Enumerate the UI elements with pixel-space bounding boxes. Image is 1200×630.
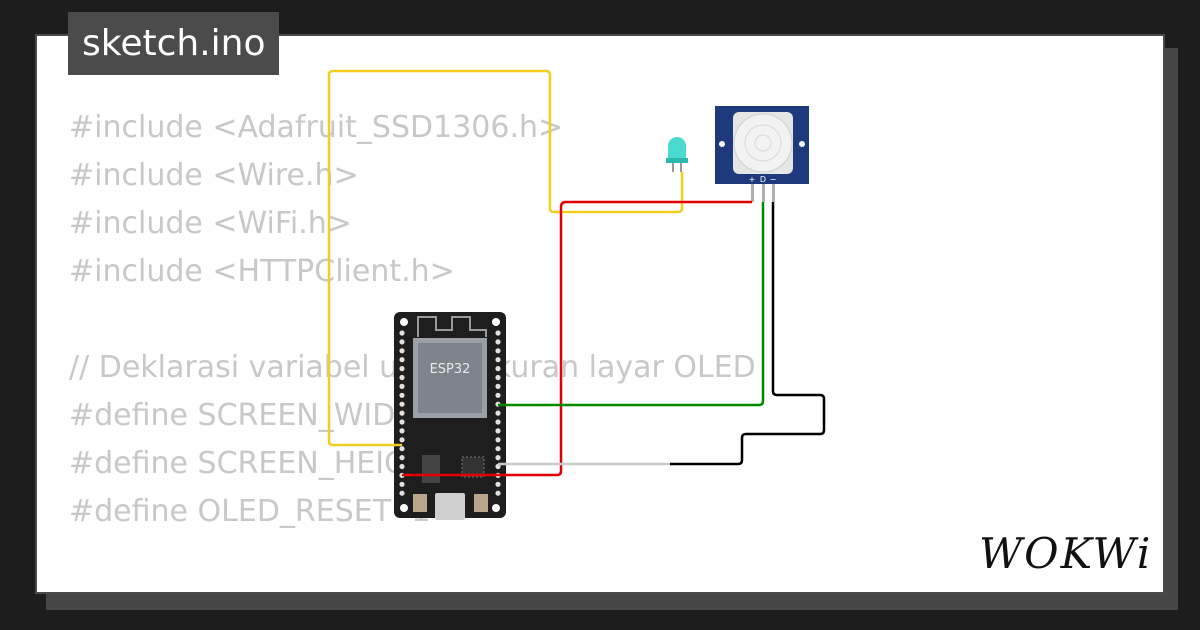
pir-pin-label-data: D [760, 175, 766, 184]
code-line: #include <Adafruit_SSD1306.h> [69, 110, 564, 145]
esp32-pin[interactable] [495, 392, 501, 398]
led-rim [666, 158, 688, 163]
esp32-pin[interactable] [399, 392, 405, 398]
esp32-pin[interactable] [399, 330, 405, 336]
mount-hole [400, 504, 408, 512]
pir-lens-ring [744, 124, 782, 162]
esp32-pin[interactable] [495, 366, 501, 372]
en-button[interactable] [474, 494, 488, 512]
file-tab[interactable]: sketch.ino [68, 12, 280, 75]
wokwi-logo: WOKWi [979, 529, 1150, 578]
esp32-pin[interactable] [399, 463, 405, 470]
pir-sensor[interactable]: + D − [715, 106, 809, 202]
esp32-pin[interactable] [399, 455, 405, 461]
pir-lens-ring [754, 134, 772, 152]
wire-red[interactable] [402, 200, 752, 477]
esp32-pin[interactable] [495, 339, 501, 345]
esp32-pin[interactable] [399, 410, 405, 416]
voltage-regulator [422, 455, 440, 483]
wire-green[interactable] [498, 202, 765, 407]
mount-hole [492, 318, 500, 326]
esp32-pin[interactable] [495, 446, 501, 452]
esp32-pin[interactable] [495, 419, 501, 425]
esp32-pin[interactable] [399, 366, 405, 372]
esp32-pin[interactable] [495, 348, 501, 354]
esp32-pin[interactable] [399, 437, 405, 443]
code-background: #include <Adafruit_SSD1306.h> #include <W… [69, 104, 756, 592]
pir-pin [751, 184, 754, 202]
code-line: #include <Wire.h> [69, 158, 359, 193]
esp32-pin[interactable] [495, 481, 501, 487]
esp32-pin[interactable] [495, 357, 501, 363]
esp32-pin[interactable] [399, 446, 405, 452]
preview-card: #include <Adafruit_SSD1306.h> #include <W… [35, 34, 1165, 594]
esp32-board[interactable]: ESP32 [394, 312, 506, 520]
esp32-pin[interactable] [399, 383, 405, 389]
mount-hole [492, 504, 500, 512]
esp32-pin[interactable] [399, 401, 405, 407]
led[interactable] [666, 137, 688, 172]
esp32-pin[interactable] [495, 410, 501, 416]
pir-pin [772, 184, 775, 202]
esp32-pin[interactable] [495, 437, 501, 443]
esp32-pin[interactable] [399, 481, 405, 487]
esp32-pin[interactable] [399, 357, 405, 363]
pir-fresnel-lens [733, 113, 793, 173]
wire-black[interactable] [670, 202, 826, 466]
esp32-pin[interactable] [495, 455, 501, 461]
pir-pin-label-gnd: − [770, 175, 777, 184]
usb-chip [461, 456, 485, 478]
code-line: #define OLED_RESET -1 [69, 494, 431, 529]
esp32-pin[interactable] [495, 383, 501, 389]
esp32-label: ESP32 [430, 362, 471, 377]
esp32-pin[interactable] [495, 330, 501, 336]
mount-hole [719, 141, 725, 147]
esp32-pin[interactable] [399, 348, 405, 354]
esp32-pin[interactable] [495, 374, 501, 381]
mount-hole [799, 141, 805, 147]
esp32-pin[interactable] [399, 419, 405, 425]
code-line: // Inisialisasi [69, 584, 756, 592]
esp32-pin[interactable] [399, 339, 405, 345]
wire-yellow[interactable] [327, 69, 684, 447]
esp32-pin[interactable] [495, 490, 501, 496]
led-body [668, 137, 686, 162]
pir-pin [762, 184, 765, 202]
antenna-trace [417, 316, 487, 337]
boot-button[interactable] [413, 494, 427, 512]
pir-pin-label-vcc: + [749, 175, 756, 184]
esp32-pin[interactable] [399, 428, 405, 434]
esp32-pin[interactable] [495, 428, 501, 434]
esp32-pin[interactable] [399, 490, 405, 496]
code-line: #include <HTTPClient.h> [69, 254, 455, 289]
mount-hole [400, 318, 408, 326]
wokwi-logo-text: WOKWi [979, 529, 1150, 578]
esp32-right-pin-header [495, 330, 501, 496]
esp32-pin[interactable] [399, 374, 405, 381]
usb-port [435, 493, 465, 520]
esp32-module-inner [418, 343, 482, 413]
